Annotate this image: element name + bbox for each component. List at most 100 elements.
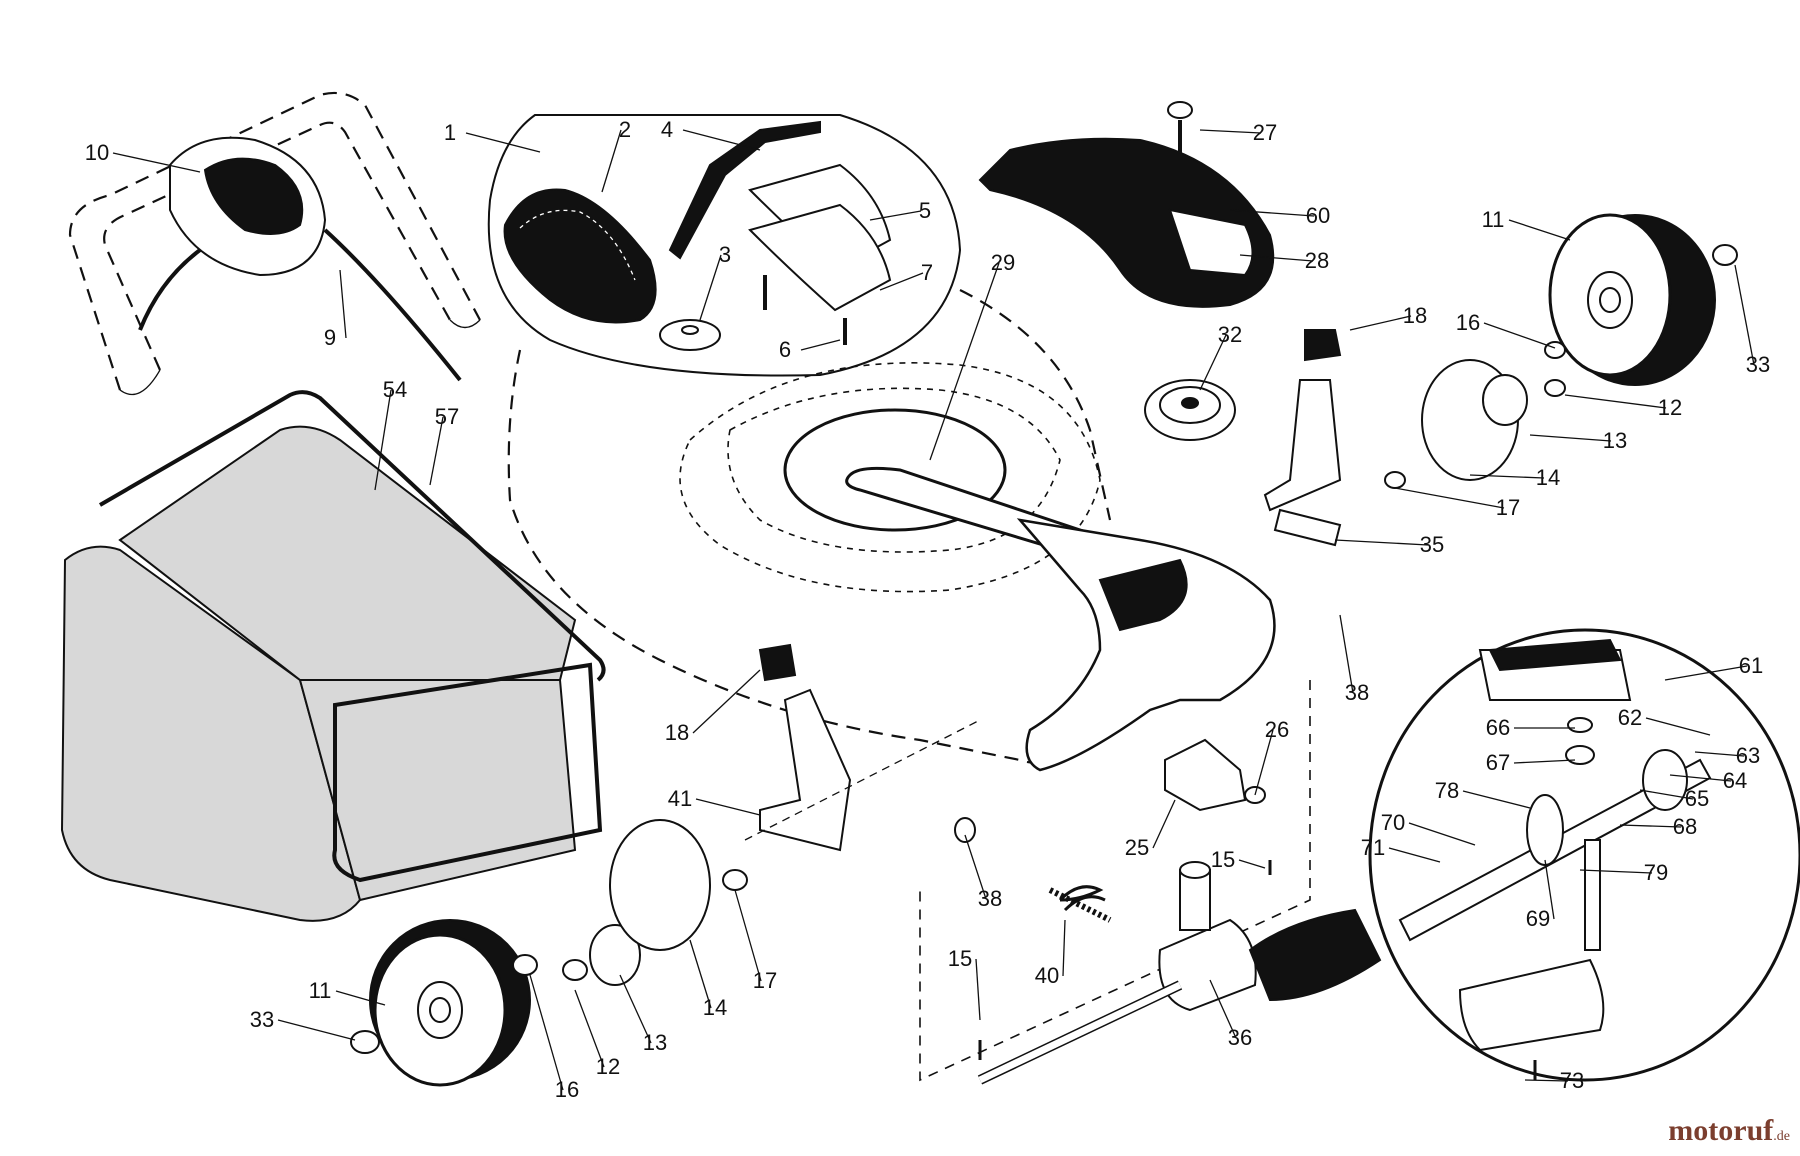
part-number-label: 11 <box>1482 207 1505 232</box>
brand-suffix: .de <box>1773 1129 1790 1144</box>
leader-line <box>1199 334 1227 391</box>
part-number-label: 67 <box>1486 750 1510 775</box>
part-number-label: 57 <box>435 404 459 429</box>
leader-line <box>1349 315 1412 331</box>
control-panel-inset <box>487 114 962 377</box>
left-wheel-group <box>350 643 981 1087</box>
leader-line <box>1462 790 1531 809</box>
part-number-label: 13 <box>1603 428 1627 453</box>
leader-line <box>374 389 392 491</box>
leader-line <box>1388 847 1441 863</box>
leader-line <box>1483 322 1556 349</box>
part-number-label: 70 <box>1381 810 1405 835</box>
part-number-label: 25 <box>1125 835 1149 860</box>
leader-line <box>1238 859 1266 869</box>
part-number-label: 68 <box>1673 814 1697 839</box>
mower-deck <box>507 289 1276 772</box>
leader-line <box>1619 824 1682 828</box>
leader-line <box>465 132 541 153</box>
leader-line <box>1734 264 1755 366</box>
part-number-label: 36 <box>1228 1025 1252 1050</box>
leader-line <box>619 974 652 1044</box>
leader-line <box>1579 869 1653 874</box>
leader-line <box>1339 614 1354 694</box>
right-wheel-group <box>1263 213 1738 547</box>
part-number-label: 60 <box>1306 203 1330 228</box>
part-number-label: 14 <box>1536 465 1560 490</box>
part-number-label: 27 <box>1253 120 1277 145</box>
part-number-label: 64 <box>1723 768 1747 793</box>
pulley <box>1144 379 1236 441</box>
part-number-label: 29 <box>991 250 1015 275</box>
leader-line <box>339 269 347 339</box>
leader-line <box>699 254 722 321</box>
leader-line <box>1544 859 1555 920</box>
belt-cover <box>978 101 1275 308</box>
part-number-label: 35 <box>1420 532 1444 557</box>
leader-line <box>1254 729 1274 796</box>
part-number-label: 63 <box>1736 743 1760 768</box>
part-number-label: 33 <box>250 1007 274 1032</box>
leader-line <box>929 262 1000 461</box>
leader-line <box>879 272 924 291</box>
brand-name: motoruf <box>1668 1114 1774 1147</box>
leader-line <box>1529 434 1612 442</box>
leader-line <box>1469 474 1545 479</box>
leader-line <box>1209 979 1237 1039</box>
leader-line <box>1645 717 1711 736</box>
part-number-label: 66 <box>1486 715 1510 740</box>
part-number-label: 41 <box>668 786 692 811</box>
part-number-label: 69 <box>1526 906 1550 931</box>
leader-line <box>734 889 762 982</box>
part-number-label: 40 <box>1035 963 1059 988</box>
leader-line <box>112 152 201 173</box>
part-number-label: 4 <box>661 117 673 142</box>
leader-line <box>964 834 987 900</box>
part-number-label: 79 <box>1644 860 1668 885</box>
part-number-label: 18 <box>1403 303 1427 328</box>
part-number-label: 16 <box>555 1077 579 1102</box>
leader-line <box>1229 209 1315 217</box>
transmission-inset <box>1248 628 1800 1082</box>
leader-line <box>1199 129 1262 134</box>
part-number-label: 26 <box>1265 717 1289 742</box>
brand-watermark: motoruf.de <box>1668 1114 1790 1148</box>
leader-line <box>601 129 622 193</box>
leader-line <box>692 669 761 734</box>
part-number-label: 78 <box>1435 778 1459 803</box>
part-number-label: 61 <box>1739 653 1763 678</box>
leader-line <box>1694 751 1745 757</box>
part-number-label: 14 <box>703 995 727 1020</box>
part-number-label: 10 <box>85 140 109 165</box>
grass-bag <box>60 390 606 922</box>
part-number-label: 15 <box>948 946 972 971</box>
part-number-label: 15 <box>1211 847 1235 872</box>
leader-line <box>1669 774 1732 782</box>
leader-line <box>1152 799 1176 849</box>
part-number-label: 38 <box>1345 680 1369 705</box>
part-number-label: 1 <box>444 120 456 145</box>
leader-line <box>682 129 761 151</box>
leader-line <box>695 798 761 816</box>
part-number-label: 38 <box>978 886 1002 911</box>
leader-line <box>335 990 386 1006</box>
part-number-label: 7 <box>921 260 933 285</box>
part-number-label: 6 <box>779 337 791 362</box>
leader-line <box>1334 539 1429 546</box>
part-number-label: 11 <box>309 978 332 1003</box>
leader-line <box>1639 789 1694 800</box>
part-number-label: 16 <box>1456 310 1480 335</box>
part-number-label: 33 <box>1746 352 1770 377</box>
leader-line <box>1394 487 1505 509</box>
part-number-label: 71 <box>1361 835 1385 860</box>
part-number-label: 12 <box>596 1054 620 1079</box>
leader-line <box>1408 822 1476 846</box>
leader-line <box>1062 919 1066 977</box>
part-number-label: 32 <box>1218 322 1242 347</box>
leader-line <box>869 210 922 221</box>
leader-line <box>429 416 444 486</box>
leader-line <box>1524 1079 1569 1082</box>
part-number-label: 2 <box>619 117 631 142</box>
leader-line <box>689 939 712 1009</box>
